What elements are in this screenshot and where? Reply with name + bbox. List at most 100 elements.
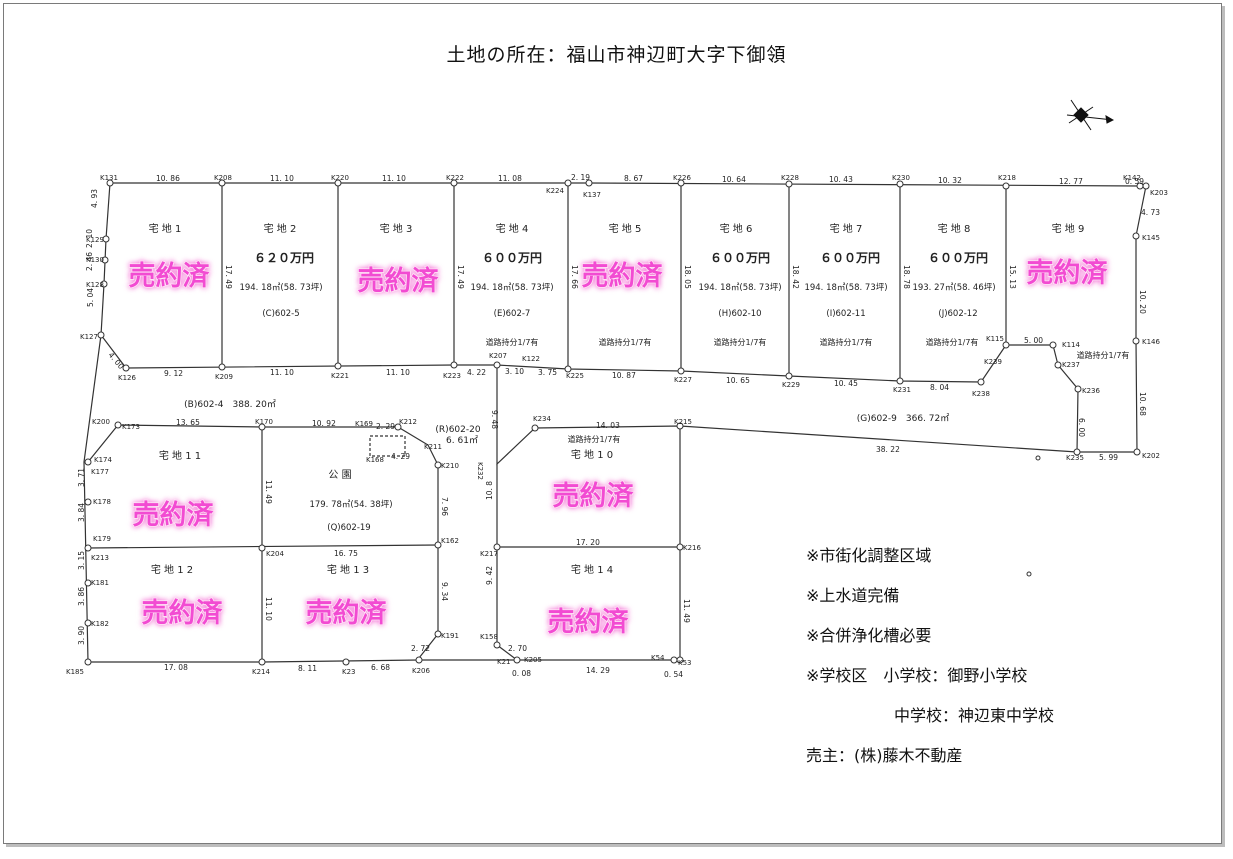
parcel-g: (G)602-9 366. 72㎡ [857,413,950,424]
svg-text:K181: K181 [91,579,109,587]
svg-text:10. 43: 10. 43 [829,175,853,184]
svg-text:14. 29: 14. 29 [586,666,610,675]
svg-text:K158: K158 [480,633,498,641]
survey-point [114,421,122,429]
plot-5-road: 道路持分1/7有 [599,337,652,347]
svg-text:K146: K146 [1142,338,1160,346]
svg-text:K227: K227 [674,376,692,384]
survey-point [106,179,114,187]
survey-point [342,658,350,666]
svg-text:17. 49: 17. 49 [224,265,233,289]
plot-2-lot: (C)602-5 [262,309,299,319]
plot-8-name: 宅 地 8 [938,222,971,235]
svg-text:K237: K237 [1062,361,1080,369]
plot-1-name: 宅 地 1 [149,222,182,235]
plot-6-lot: (H)602-10 [718,309,761,319]
svg-text:11. 10: 11. 10 [270,174,294,183]
svg-text:9. 42: 9. 42 [485,566,494,585]
svg-text:K23: K23 [342,668,356,676]
survey-point [585,179,593,187]
notes-panel: ※市街化調整区域 ※上水道完備 ※合併浄化槽必要 ※学校区 小学校：御野小学校 … [806,536,1054,776]
svg-text:K208: K208 [214,174,232,182]
survey-point [434,541,442,549]
svg-text:K202: K202 [1142,452,1160,460]
survey-point [677,179,685,187]
plot-7-road: 道路持分1/7有 [820,337,873,347]
survey-point [493,641,501,649]
survey-point [102,235,110,243]
parcel-r-area: 6. 61㎡ [446,435,478,446]
svg-text:K127: K127 [80,333,98,341]
note-school-junior: 中学校：神辺東中学校 [894,706,1055,725]
svg-text:10. 87: 10. 87 [612,371,636,380]
survey-point [434,630,442,638]
svg-text:K221: K221 [331,372,349,380]
sold-stamp-plot-12: 売約済 [142,597,224,629]
svg-text:K178: K178 [93,498,111,506]
survey-point [218,363,226,371]
svg-text:K216: K216 [683,544,701,552]
svg-text:K174: K174 [94,456,112,464]
survey-point [122,364,130,372]
svg-text:K122: K122 [522,355,540,363]
survey-point [258,658,266,666]
survey-point [1026,571,1032,577]
svg-text:K230: K230 [892,174,910,182]
svg-text:K223: K223 [443,372,461,380]
svg-text:3. 86: 3. 86 [77,587,86,606]
survey-point [258,544,266,552]
park-area: 179. 78㎡(54. 38坪) [309,500,392,510]
svg-text:11. 49: 11. 49 [682,599,691,623]
svg-text:3. 15: 3. 15 [77,551,86,570]
survey-point [1074,385,1082,393]
svg-text:K53: K53 [678,659,692,667]
svg-text:3. 84: 3. 84 [77,503,86,522]
survey-point [670,656,678,664]
svg-text:K220: K220 [331,174,349,182]
survey-point [896,180,904,188]
svg-text:K204: K204 [266,550,284,558]
survey-point [1054,361,1062,369]
plot-7-lot: (I)602-11 [826,309,865,319]
svg-text:2. 10: 2. 10 [85,229,94,248]
svg-text:K217: K217 [480,550,498,558]
svg-text:K207: K207 [489,352,507,360]
survey-point [1073,448,1081,456]
svg-text:K185: K185 [66,668,84,676]
plot-6-area: 194. 18㎡(58. 73坪) [698,283,781,293]
svg-text:K177: K177 [91,468,109,476]
svg-text:K145: K145 [1142,234,1160,242]
svg-text:10. 65: 10. 65 [726,376,750,385]
svg-text:10. 45: 10. 45 [834,379,858,388]
svg-text:K203: K203 [1150,189,1168,197]
plot-4-name: 宅 地 4 [496,222,529,235]
svg-text:8. 04: 8. 04 [930,383,949,392]
point-labels: K131 K208 K220 K222 K224 K137 K226 K228 … [66,174,1168,676]
survey-point [564,179,572,187]
plot-8-price: ６００万円 [928,251,988,265]
svg-text:5. 04: 5. 04 [86,288,95,307]
svg-text:10. 20: 10. 20 [1138,290,1147,314]
svg-text:K214: K214 [252,668,270,676]
svg-text:11. 49: 11. 49 [264,480,273,504]
svg-text:K239: K239 [984,358,1002,366]
plot-7-area: 194. 18㎡(58. 73坪) [804,283,887,293]
survey-point [896,377,904,385]
survey-point [258,423,266,431]
sold-stamp-plot-5: 売約済 [582,260,664,292]
survey-point [1035,455,1041,461]
survey-point [1132,337,1140,345]
plot-4-area: 194. 18㎡(58. 73坪) [470,283,553,293]
svg-text:K234: K234 [533,415,551,423]
survey-point [450,361,458,369]
svg-text:10. 86: 10. 86 [156,174,180,183]
page-title: 土地の所在：福山市神辺町大字下御領 [446,44,787,66]
survey-point [84,498,92,506]
svg-text:10. 92: 10. 92 [312,419,336,428]
svg-text:4. 29: 4. 29 [391,452,410,461]
svg-text:2. 72: 2. 72 [411,644,430,653]
survey-point [434,461,442,469]
svg-text:17. 49: 17. 49 [456,265,465,289]
note-school-elementary: ※学校区 小学校：御野小学校 [806,666,1028,685]
svg-text:11. 10: 11. 10 [382,174,406,183]
